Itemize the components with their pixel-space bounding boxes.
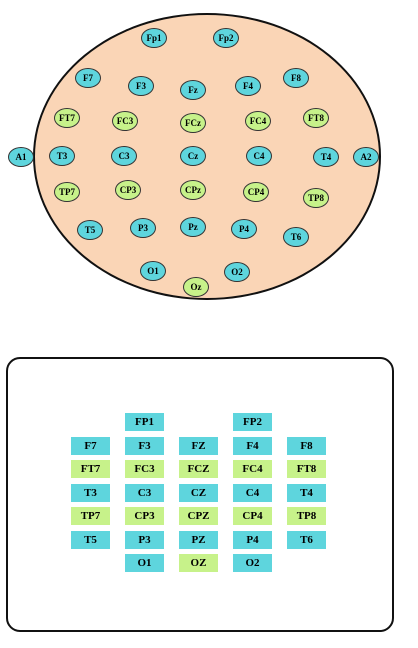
electrode-p4: P4 bbox=[231, 219, 257, 239]
grid-cell-p4: P4 bbox=[232, 530, 273, 550]
grid-cell-c3: C3 bbox=[124, 483, 165, 503]
grid-cell-tp7: TP7 bbox=[70, 506, 111, 526]
electrode-fc3: FC3 bbox=[112, 111, 138, 131]
electrode-o1: O1 bbox=[140, 261, 166, 281]
grid-cell-pz: PZ bbox=[178, 530, 219, 550]
grid-cell-ft8: FT8 bbox=[286, 459, 327, 479]
electrode-p3: P3 bbox=[130, 218, 156, 238]
electrode-ft8: FT8 bbox=[303, 108, 329, 128]
grid-cell-f3: F3 bbox=[124, 436, 165, 456]
electrode-t5: T5 bbox=[77, 220, 103, 240]
electrode-cpz: CPz bbox=[180, 180, 206, 200]
grid-cell-t5: T5 bbox=[70, 530, 111, 550]
electrode-cz: Cz bbox=[180, 146, 206, 166]
grid-cell-cz: CZ bbox=[178, 483, 219, 503]
grid-cell-f8: F8 bbox=[286, 436, 327, 456]
electrode-tp7: TP7 bbox=[54, 182, 80, 202]
electrode-f7: F7 bbox=[75, 68, 101, 88]
electrode-fp1: Fp1 bbox=[141, 28, 167, 48]
electrode-fp2: Fp2 bbox=[213, 28, 239, 48]
electrode-f8: F8 bbox=[283, 68, 309, 88]
electrode-c4: C4 bbox=[246, 146, 272, 166]
electrode-fc4: FC4 bbox=[245, 111, 271, 131]
grid-cell-fc3: FC3 bbox=[124, 459, 165, 479]
grid-cell-cp3: CP3 bbox=[124, 506, 165, 526]
electrode-t4: T4 bbox=[313, 147, 339, 167]
electrode-oz: Oz bbox=[183, 277, 209, 297]
electrode-o2: O2 bbox=[224, 262, 250, 282]
nose-marker-top bbox=[180, 1, 196, 16]
grid-cell-f4: F4 bbox=[232, 436, 273, 456]
grid-cell-o2: O2 bbox=[232, 553, 273, 573]
electrode-a2: A2 bbox=[353, 147, 379, 167]
electrode-cp3: CP3 bbox=[115, 180, 141, 200]
grid-cell-cpz: CPZ bbox=[178, 506, 219, 526]
electrode-cp4: CP4 bbox=[243, 182, 269, 202]
electrode-ft7: FT7 bbox=[54, 108, 80, 128]
grid-cell-oz: OZ bbox=[178, 553, 219, 573]
grid-cell-tp8: TP8 bbox=[286, 506, 327, 526]
electrode-tp8: TP8 bbox=[303, 188, 329, 208]
grid-cell-f7: F7 bbox=[70, 436, 111, 456]
grid-cell-fc4: FC4 bbox=[232, 459, 273, 479]
electrode-fcz: FCz bbox=[180, 113, 206, 133]
electrode-a1: A1 bbox=[8, 147, 34, 167]
grid-cell-fcz: FCZ bbox=[178, 459, 219, 479]
grid-cell-ft7: FT7 bbox=[70, 459, 111, 479]
electrode-f4: F4 bbox=[235, 76, 261, 96]
grid-cell-p3: P3 bbox=[124, 530, 165, 550]
electrode-t3: T3 bbox=[49, 146, 75, 166]
electrode-t6: T6 bbox=[283, 227, 309, 247]
grid-cell-c4: C4 bbox=[232, 483, 273, 503]
grid-cell-t3: T3 bbox=[70, 483, 111, 503]
grid-cell-t4: T4 bbox=[286, 483, 327, 503]
grid-cell-t6: T6 bbox=[286, 530, 327, 550]
nose-marker-bottom bbox=[185, 333, 211, 357]
electrode-f3: F3 bbox=[128, 76, 154, 96]
grid-cell-fp1: FP1 bbox=[124, 412, 165, 432]
grid-cell-cp4: CP4 bbox=[232, 506, 273, 526]
electrode-pz: Pz bbox=[180, 217, 206, 237]
grid-cell-o1: O1 bbox=[124, 553, 165, 573]
grid-cell-fz: FZ bbox=[178, 436, 219, 456]
grid-cell-fp2: FP2 bbox=[232, 412, 273, 432]
electrode-fz: Fz bbox=[180, 80, 206, 100]
electrode-c3: C3 bbox=[111, 146, 137, 166]
